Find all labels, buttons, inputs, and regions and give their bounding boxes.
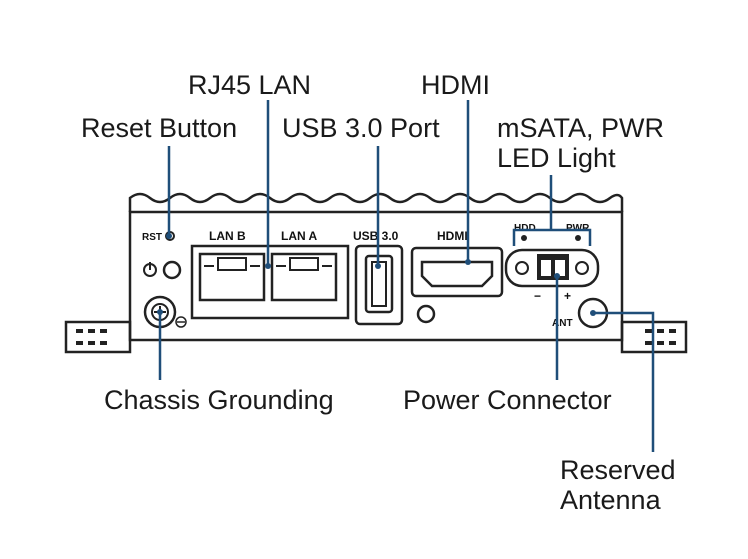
left-flange-slots: [76, 329, 107, 345]
power-connector-label: Power Connector: [403, 385, 612, 415]
hdd-led: [521, 235, 527, 241]
plus-text: +: [564, 289, 571, 303]
msata-pwr-label-line1: mSATA, PWR: [497, 113, 664, 143]
lan-a-port[interactable]: [270, 252, 338, 302]
hdmi-port[interactable]: [410, 246, 504, 298]
right-flange-slots: [645, 329, 676, 345]
rst-text: RST: [142, 232, 162, 243]
ant-text: ANT: [552, 318, 573, 329]
lan-b-text: LAN B: [209, 229, 246, 243]
power-button[interactable]: [162, 260, 182, 280]
usb30-text: USB 3.0: [353, 229, 399, 243]
ground-icon: [175, 316, 187, 328]
reserved-antenna-label-line2: Antenna: [560, 485, 662, 515]
lan-b-port[interactable]: [198, 252, 266, 302]
minus-text: −: [534, 289, 541, 303]
callout-lines: [157, 100, 655, 452]
rj45-lan-label: RJ45 LAN: [188, 70, 311, 100]
usb30-port-label: USB 3.0 Port: [282, 113, 440, 143]
chassis-grounding-label: Chassis Grounding: [104, 385, 334, 415]
pwr-led: [575, 235, 581, 241]
hdd-text: HDD: [514, 223, 536, 234]
lan-port-frame: [190, 244, 350, 320]
left-flange: [64, 320, 132, 354]
heatsink-top: [128, 192, 624, 212]
hdmi-text: HDMI: [437, 229, 468, 243]
hdmi-label: HDMI: [421, 70, 490, 100]
power-connector[interactable]: [504, 248, 600, 288]
pwr-text: PWR: [566, 223, 590, 234]
power-icon: [143, 262, 157, 277]
msata-bracket: [512, 228, 592, 246]
msata-pwr-label-line2: LED Light: [497, 143, 616, 173]
hdmi-screw: [416, 304, 436, 324]
reserved-antenna-label-line1: Reserved: [560, 455, 676, 485]
reset-button-label: Reset Button: [81, 113, 237, 143]
lan-a-text: LAN A: [281, 229, 318, 243]
antenna-callout: [593, 311, 655, 452]
chassis-box: [128, 210, 624, 342]
